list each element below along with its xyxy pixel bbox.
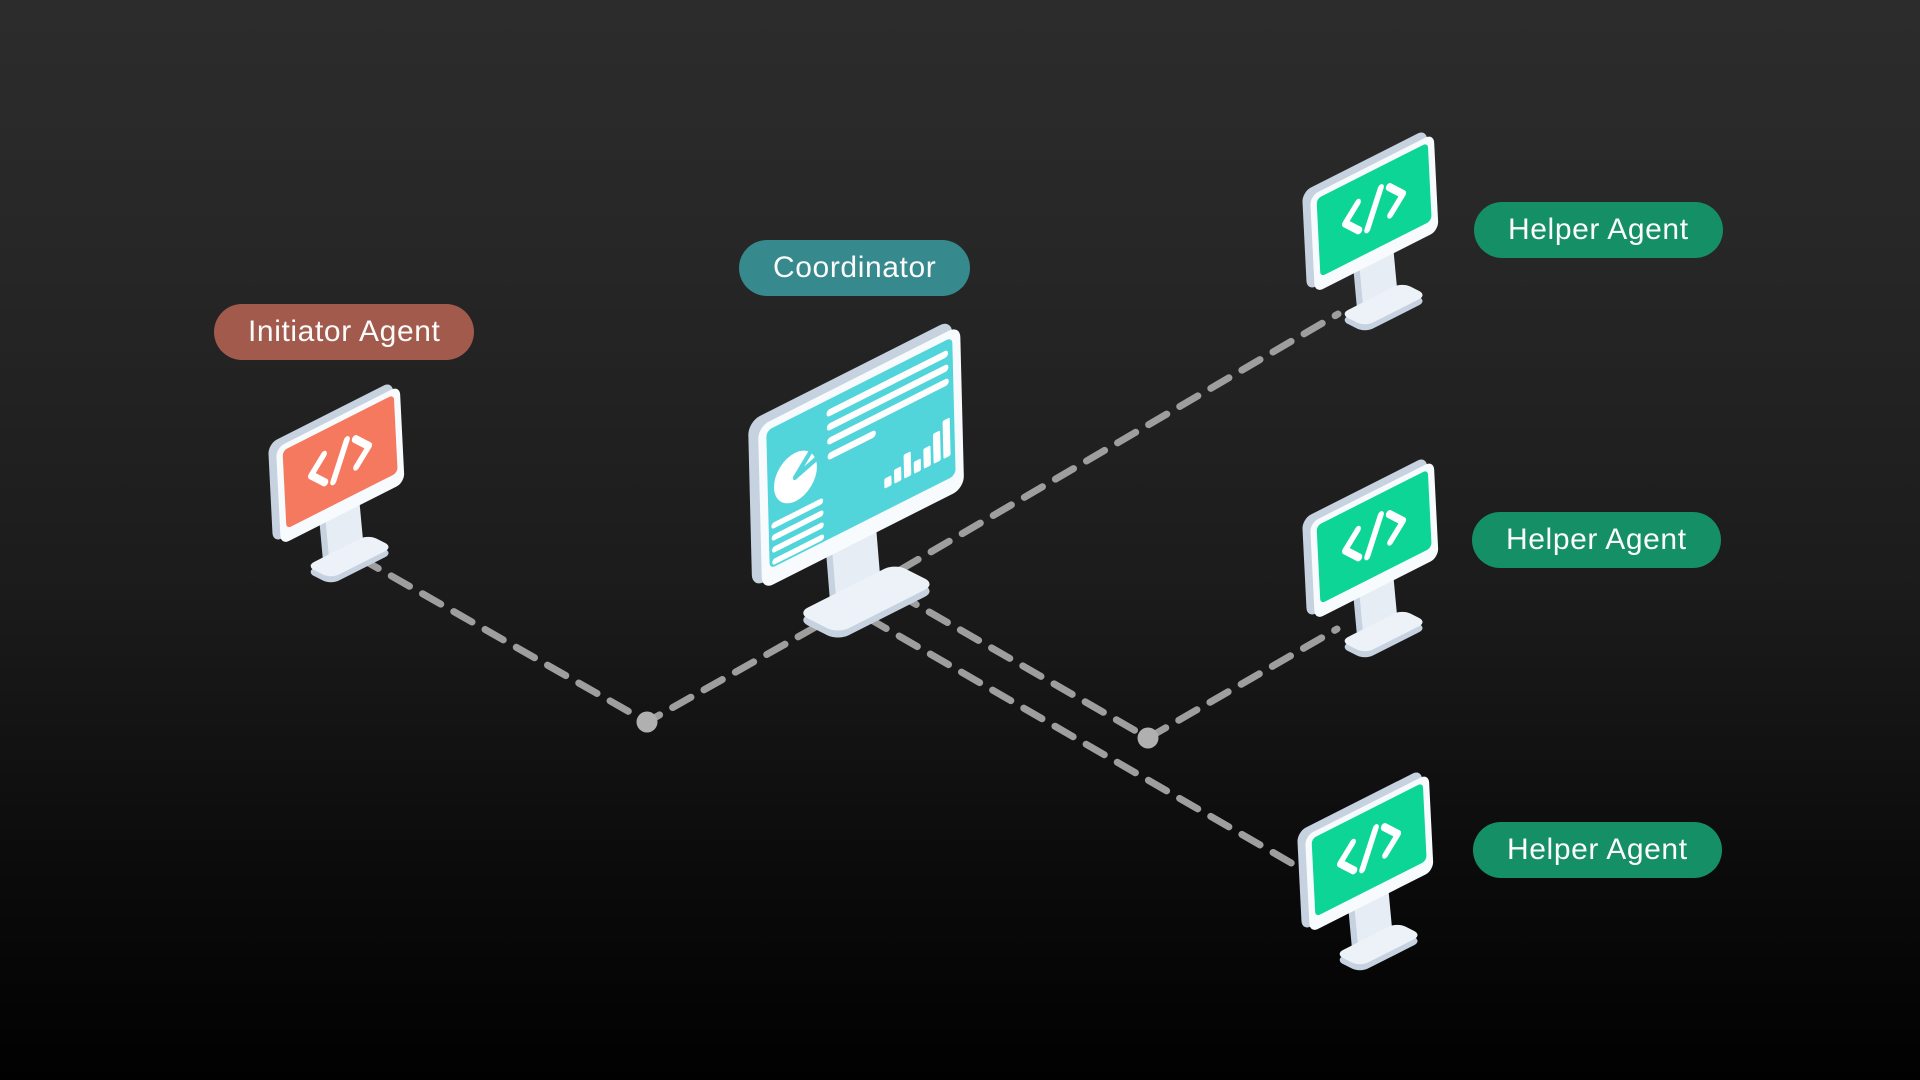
label-text: Coordinator [773, 251, 937, 284]
edge-initiator-coordinator [356, 554, 894, 727]
helper-agent-2-label: Helper Agent [1472, 512, 1721, 568]
label-text: Helper Agent [1508, 213, 1689, 246]
helper-3-monitor [1297, 769, 1434, 973]
helper-2-monitor [1302, 456, 1439, 660]
junction-dot-right [1137, 727, 1159, 749]
initiator-agent-label: Initiator Agent [214, 304, 475, 360]
coordinator-label: Coordinator [739, 240, 971, 296]
edge-coordinator-helper-3 [864, 614, 1297, 868]
label-text: Helper Agent [1507, 833, 1688, 866]
label-text: Initiator Agent [248, 315, 441, 348]
helper-agent-3-label: Helper Agent [1473, 822, 1722, 878]
edge-coordinator-helper-2 [894, 590, 1341, 743]
label-text: Helper Agent [1506, 523, 1687, 556]
initiator-monitor [268, 381, 405, 585]
coordinator-monitor [748, 319, 964, 641]
junction-dot-left [636, 711, 658, 733]
edge-coordinator-helper-1 [896, 310, 1342, 574]
helper-1-monitor [1302, 129, 1439, 333]
helper-agent-1-label: Helper Agent [1474, 202, 1723, 258]
